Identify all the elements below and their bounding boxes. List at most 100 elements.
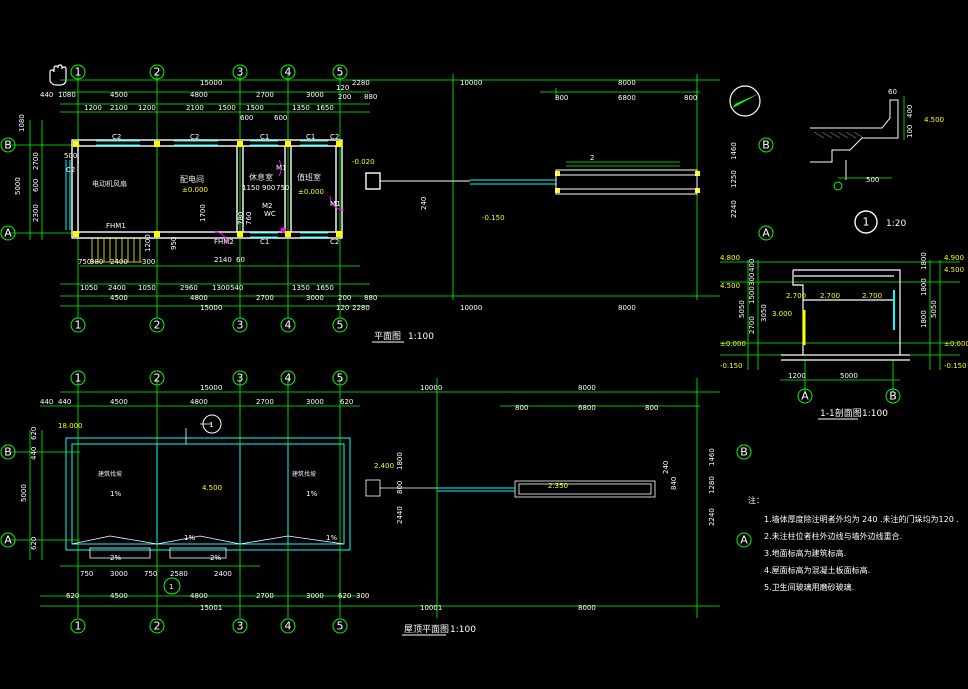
- plan-dim-b-2960: 2960: [180, 284, 198, 292]
- tag-c2d: C2: [330, 238, 339, 246]
- section-elev-6: 4.900: [944, 254, 964, 262]
- plan-axis-left-A: A: [4, 227, 12, 240]
- plan-dim-lines: [10, 74, 720, 318]
- roof-elev-2400: 2.400: [374, 462, 394, 470]
- roof-dim-b-15001: 15001: [200, 604, 222, 612]
- roof-axis-bottom-5: 5: [337, 620, 344, 633]
- note-3: 3.地面标高为建筑标高.: [764, 548, 846, 558]
- roof-dim-800b: 800: [645, 404, 658, 412]
- plan-windows: [65, 140, 556, 238]
- tag-c2a: C2: [112, 133, 121, 141]
- section-elev-4: ±0.000: [720, 340, 746, 348]
- tag-c1b: C1: [306, 133, 315, 141]
- roof-dim-b-4800: 4800: [190, 592, 208, 600]
- roof-axis-top-3: 3: [237, 372, 244, 385]
- detail-hatch: [813, 131, 865, 139]
- section-elev-11: 2.700: [862, 292, 882, 300]
- roof-callout-number-2: 1: [169, 583, 173, 591]
- roof-slope-pct-4: 2%: [210, 554, 221, 562]
- roof-dim-8000: 8000: [578, 384, 596, 392]
- detail-marker: [833, 181, 843, 191]
- plan-misc-900: 900: [262, 184, 275, 192]
- roof-elev-18000: 18.000: [58, 422, 83, 430]
- tag-m2: M2: [262, 202, 273, 210]
- roof-axis-top-2: 2: [154, 372, 161, 385]
- section-dim-400: 400: [748, 259, 756, 272]
- notes-block: 注： 1.墙体厚度除注明者外均为 240 .未注的门垛均为120 . 2.未注柱…: [748, 495, 959, 592]
- roof-dim-s-240: 240: [662, 461, 670, 474]
- roof-axis-bubbles: [0, 370, 752, 634]
- plan-dim-4500: 4500: [110, 91, 128, 99]
- roof-dim-b-8000: 8000: [578, 604, 596, 612]
- plan-walls: [71, 139, 381, 239]
- plan-doors: [214, 159, 345, 245]
- plan-elev-2: ±0.000: [298, 188, 324, 196]
- plan-misc-600b: 600: [274, 114, 287, 122]
- plan-axis-bubbles: [0, 64, 774, 333]
- note-2: 2.未注柱位者柱外边线与墙外边线重合.: [764, 531, 902, 541]
- plan-dim-s-1080: 1080: [18, 114, 26, 132]
- section-axis-A: A: [801, 390, 809, 403]
- roof-elev-2350: 2.350: [548, 482, 568, 490]
- roof-slope-pct-3: 2%: [110, 554, 121, 562]
- roof-dim-s-840: 840: [670, 477, 678, 490]
- section-dim-300: 300: [748, 273, 756, 286]
- roof-dim-620: 620: [340, 398, 353, 406]
- roof-axis-bottom-3: 3: [237, 620, 244, 633]
- plan-dim-s-1460: 1460: [730, 142, 738, 160]
- roof-dim-b-750b: 750: [144, 570, 157, 578]
- detail-dim-500: 500: [866, 176, 879, 184]
- plan-dim-b-1050b: 1050: [138, 284, 156, 292]
- plan-dim-b-1300: 1300: [212, 284, 230, 292]
- plan-dim-s-600: 600: [32, 179, 40, 192]
- plan-dim-b-540: 540: [230, 284, 243, 292]
- plan-dim-b-1650: 1650: [316, 284, 334, 292]
- plan-dim-8000: 8000: [618, 79, 636, 87]
- roof-dim-s-440: 440: [30, 447, 38, 460]
- room-distribution: 配电间: [180, 174, 204, 184]
- plan-misc-780: 780: [237, 212, 245, 225]
- section-dim-1800a: 1800: [920, 252, 928, 270]
- plan-dim-s-2240: 2240: [730, 200, 738, 218]
- roof-slope-pct-1: 1%: [110, 490, 121, 498]
- roof-dim-b-2400: 2400: [214, 570, 232, 578]
- roof-axis-right-A: A: [740, 534, 748, 547]
- section-title: 1-1剖面图: [820, 407, 862, 419]
- plan-dim-1500b: 1500: [246, 104, 264, 112]
- roof-dim-15000: 15000: [200, 384, 222, 392]
- note-1: 1.墙体厚度除注明者外均为 240 .未注的门垛均为120 .: [764, 514, 959, 524]
- plan-axis-top-5: 5: [337, 66, 344, 79]
- roof-dim-b-3000: 3000: [110, 570, 128, 578]
- section-dim-5050a: 5050: [738, 300, 746, 318]
- plan-dim-b-8000: 8000: [618, 304, 636, 312]
- hand-pan-icon[interactable]: [49, 64, 67, 86]
- roof-title: 屋顶平面图: [404, 624, 449, 635]
- section-dim-1500: 1500: [748, 286, 756, 304]
- room-rest: 休息室: [249, 172, 273, 182]
- plan-dim-b-2700: 2700: [256, 294, 274, 302]
- detail-scale: 1:20: [886, 219, 906, 229]
- plan-dim-3000: 3000: [306, 91, 324, 99]
- plan-elev-1: ±0.000: [182, 186, 208, 194]
- tag-fhm1: FHM1: [106, 222, 126, 230]
- roof-axis-left-B: B: [4, 446, 12, 459]
- roof-dim-b-4500: 4500: [110, 592, 128, 600]
- plan-dim-b-120: 120: [336, 304, 349, 312]
- plan-dim-s-2700: 2700: [32, 152, 40, 170]
- plan-elev-3: -0.020: [352, 158, 375, 166]
- note-5: 5.卫生间玻璃用磨砂玻璃.: [764, 582, 854, 592]
- note-4: 4.屋面标高为混凝土板面标高.: [764, 565, 870, 575]
- detail-dim-60: 60: [888, 88, 897, 96]
- plan-axis-bottom-1: 1: [75, 319, 82, 332]
- section-dim-5000: 5000: [840, 372, 858, 380]
- roof-outline: [65, 437, 351, 551]
- plan-misc-240: 240: [420, 197, 428, 210]
- plan-axis-left-B: B: [4, 139, 12, 152]
- plan-dim-b-750: 750: [78, 258, 91, 266]
- roof-axis-bottom-1: 1: [75, 620, 82, 633]
- plan-dim-2280: 2280: [352, 79, 370, 87]
- roof-plan: 1 2 3 4 5 1 2 3 4 5 B A B A 15000 10000 …: [0, 370, 752, 636]
- section-elev-10: 2.700: [820, 292, 840, 300]
- plan-axis-top-3: 3: [237, 66, 244, 79]
- plan-axis-right-A: A: [762, 227, 770, 240]
